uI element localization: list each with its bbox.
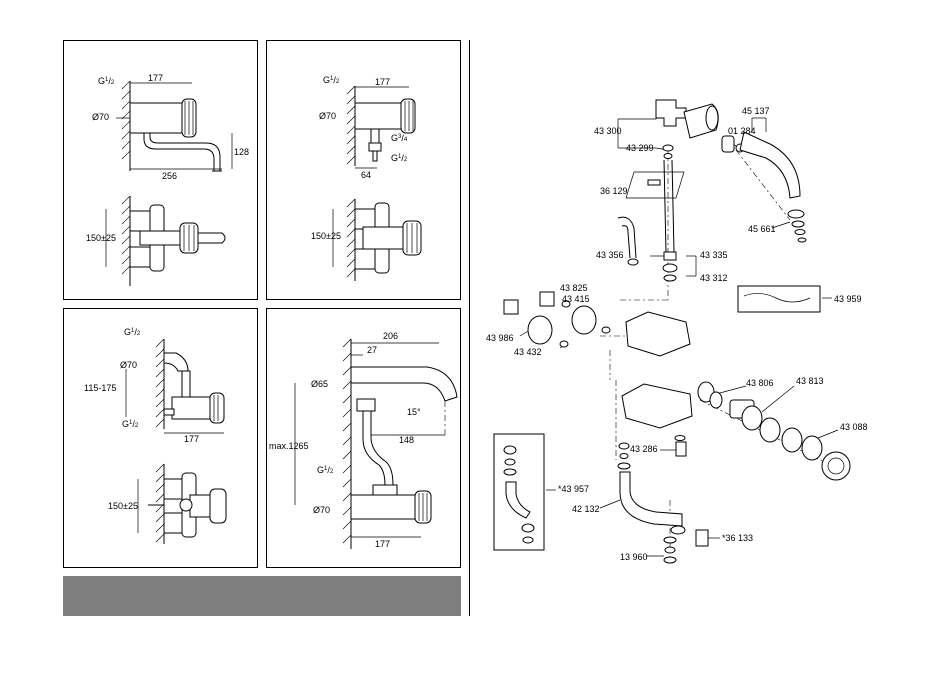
thread-label: G1/2	[98, 76, 115, 86]
part-01284: 01 284	[728, 126, 756, 136]
mixer-front-view	[148, 473, 226, 537]
thread-top: G1/2	[124, 327, 141, 337]
dim-177: 177	[184, 434, 199, 444]
part-43813: 43 813	[796, 376, 824, 386]
dim-177: 177	[375, 539, 390, 549]
part-43335: 43 335	[700, 250, 728, 260]
part-45661: 45 661	[748, 224, 776, 234]
mixer-side-view	[130, 99, 222, 171]
wall-hatch	[122, 81, 130, 286]
dim-206: 206	[383, 331, 398, 341]
part-42132: 42 132	[572, 504, 600, 514]
dim-148: 148	[399, 435, 414, 445]
part-43959: 43 959	[834, 294, 862, 304]
drawing-wall-spout: 177 G1/2 Ø70 128 256 150±25	[64, 41, 259, 301]
part-13960: 13 960	[620, 552, 648, 562]
dim-pitch: 150±25	[108, 501, 138, 511]
dim-range: 115-175	[84, 383, 116, 393]
mixer-front-view	[130, 205, 225, 271]
mixer-side-view	[355, 99, 415, 161]
thread-low: G1/2	[122, 419, 139, 429]
part-43299: 43 299	[626, 143, 654, 153]
dim-max: max.1265	[269, 441, 309, 451]
page-divider	[469, 40, 470, 616]
thread-low: G1/2	[391, 153, 408, 163]
wall-hatch	[347, 86, 355, 281]
part-45137: 45 137	[742, 106, 770, 116]
spout-and-mixer	[351, 367, 457, 523]
drawing-vertical-connection: G1/2 Ø70 115-175 G1/2 177 150±25	[64, 309, 259, 569]
panel-wall-spout: 177 G1/2 Ø70 128 256 150±25	[63, 40, 258, 300]
part-43825: 43 825	[560, 283, 588, 293]
thread-label: G1/2	[317, 465, 334, 475]
part-43312: 43 312	[700, 273, 728, 283]
drawing-bath-spout: 206 27 Ø65 15° 148 max.1265 G1/2 Ø70 177	[267, 309, 462, 569]
dim-177: 177	[375, 77, 390, 87]
part-43300: 43 300	[594, 126, 622, 136]
thread-top: G1/2	[323, 75, 340, 85]
panel-vertical-connection: G1/2 Ø70 115-175 G1/2 177 150±25	[63, 308, 258, 568]
panel-wall-connections: 177 G1/2 Ø70 G3/4 G1/2 64 150±25	[266, 40, 461, 300]
part-shapes	[494, 100, 850, 563]
part-43356: 43 356	[596, 250, 624, 260]
part-43432: 43 432	[514, 347, 542, 357]
dim-177: 177	[148, 73, 163, 83]
dim-256: 256	[162, 171, 177, 181]
part-43415: 43 415	[562, 294, 590, 304]
dim-dia-low: Ø70	[313, 505, 330, 515]
dim-dia-top: Ø65	[311, 379, 328, 389]
part-43806: 43 806	[746, 378, 774, 388]
dim-angle: 15°	[407, 407, 421, 417]
wall-hatch	[156, 339, 164, 544]
dim-dia: Ø70	[319, 111, 336, 121]
part-43286: 43 286	[630, 444, 658, 454]
thread-mid: G3/4	[391, 133, 408, 143]
mixer-front-view	[355, 203, 421, 273]
part-43986: 43 986	[486, 333, 514, 343]
dim-27: 27	[367, 345, 377, 355]
leader-lines	[520, 112, 838, 556]
part-43088: 43 088	[840, 422, 868, 432]
part-36129: 36 129	[600, 186, 628, 196]
assembly-axes	[600, 150, 840, 560]
part-36133: *36 133	[722, 533, 753, 543]
wall-hatch	[343, 339, 351, 549]
dim-dia: Ø70	[120, 360, 137, 370]
part-43957: *43 957	[558, 484, 589, 494]
dim-dia: Ø70	[92, 112, 109, 122]
panel-bath-spout: 206 27 Ø65 15° 148 max.1265 G1/2 Ø70 177	[266, 308, 461, 568]
dim-128: 128	[234, 147, 249, 157]
drawing-wall-connections: 177 G1/2 Ø70 G3/4 G1/2 64 150±25	[267, 41, 462, 301]
dim-pitch: 150±25	[311, 231, 341, 241]
grey-footer-bar	[63, 576, 461, 616]
dim-pitch: 150±25	[86, 233, 116, 243]
dim-64: 64	[361, 170, 371, 180]
mixer-side-view	[164, 353, 224, 423]
